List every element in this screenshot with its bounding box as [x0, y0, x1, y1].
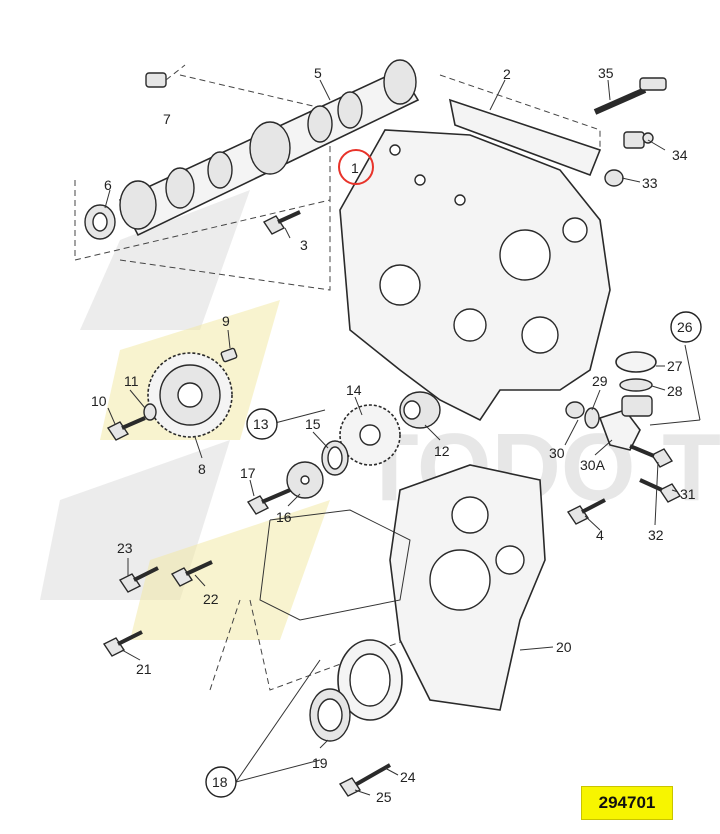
- label-30a[interactable]: 30A: [580, 457, 606, 473]
- label-15[interactable]: 15: [305, 416, 321, 432]
- label-17[interactable]: 17: [240, 465, 256, 481]
- label-13[interactable]: 13: [253, 416, 269, 432]
- part-29-30-fittings[interactable]: [565, 401, 641, 451]
- part-20-front-cover[interactable]: [389, 464, 546, 711]
- highlight-circle: [338, 149, 374, 185]
- part-16-plate[interactable]: [286, 461, 324, 499]
- label-26[interactable]: 26: [677, 319, 693, 335]
- callout-circle-13: [246, 408, 278, 440]
- label-2[interactable]: 2: [503, 66, 511, 82]
- part-31-bolt[interactable]: [639, 478, 682, 503]
- label-23[interactable]: 23: [117, 540, 133, 556]
- callout-circle-18: [205, 766, 237, 798]
- reference-number: 294701: [598, 793, 656, 812]
- part-12-hub[interactable]: [399, 391, 441, 429]
- part-19-seal[interactable]: [309, 639, 403, 742]
- part-8-gear[interactable]: [147, 352, 233, 438]
- label-18[interactable]: 18: [212, 774, 228, 790]
- part-34-plug[interactable]: [623, 131, 654, 149]
- callout-circle-26: [670, 311, 702, 343]
- part-27-28-cap[interactable]: [615, 351, 657, 417]
- reference-number-badge: 294701: [581, 786, 673, 820]
- label-32[interactable]: 32: [648, 527, 664, 543]
- label-30[interactable]: 30: [549, 445, 565, 461]
- part-10-bolt[interactable]: [106, 416, 146, 441]
- part-17-bolt[interactable]: [246, 488, 291, 515]
- part-11-washer[interactable]: [143, 403, 157, 421]
- label-3[interactable]: 3: [300, 237, 308, 253]
- part-labels: 1 2 3 4 5 6 7 8 9 10 11 12 13 14 15 16 1…: [91, 65, 696, 805]
- label-10[interactable]: 10: [91, 393, 107, 409]
- label-29[interactable]: 29: [592, 373, 608, 389]
- leader-lines: [104, 79, 701, 796]
- part-24-25-stud-nut[interactable]: [338, 763, 391, 797]
- part-23-bolt[interactable]: [118, 566, 159, 593]
- label-20[interactable]: 20: [556, 639, 572, 655]
- label-33[interactable]: 33: [642, 175, 658, 191]
- part-1-timing-housing[interactable]: [339, 129, 611, 422]
- label-25[interactable]: 25: [376, 789, 392, 805]
- label-12[interactable]: 12: [434, 443, 450, 459]
- assembly-outlines: [74, 74, 601, 691]
- label-4[interactable]: 4: [596, 527, 604, 543]
- label-27[interactable]: 27: [667, 358, 683, 374]
- part-5-camshaft[interactable]: [118, 59, 420, 237]
- part-2-gasket[interactable]: [448, 98, 602, 177]
- label-1[interactable]: 1: [351, 160, 359, 176]
- part-6-seal[interactable]: [84, 204, 116, 240]
- label-24[interactable]: 24: [400, 769, 416, 785]
- label-16[interactable]: 16: [276, 509, 292, 525]
- part-9-pin[interactable]: [220, 347, 238, 363]
- part-22-bolt[interactable]: [170, 560, 213, 587]
- label-21[interactable]: 21: [136, 661, 152, 677]
- part-3-bolt[interactable]: [262, 210, 301, 235]
- label-5[interactable]: 5: [314, 65, 322, 81]
- part-32-bolt[interactable]: [629, 444, 674, 468]
- part-4-bolt[interactable]: [566, 498, 606, 525]
- label-22[interactable]: 22: [203, 591, 219, 607]
- label-8[interactable]: 8: [198, 461, 206, 477]
- label-19[interactable]: 19: [312, 755, 328, 771]
- label-11[interactable]: 11: [124, 373, 139, 389]
- label-34[interactable]: 34: [672, 147, 688, 163]
- part-21-bolt[interactable]: [102, 630, 143, 657]
- part-33-plug[interactable]: [604, 169, 624, 187]
- label-28[interactable]: 28: [667, 383, 683, 399]
- label-7[interactable]: 7: [163, 111, 171, 127]
- part-35-sensor[interactable]: [593, 77, 667, 115]
- part-7-key[interactable]: [145, 64, 186, 88]
- label-31[interactable]: 31: [680, 486, 696, 502]
- label-9[interactable]: 9: [222, 313, 230, 329]
- label-35[interactable]: 35: [598, 65, 614, 81]
- label-14[interactable]: 14: [346, 382, 362, 398]
- part-15-ring[interactable]: [321, 440, 349, 476]
- front-cover-gasket[interactable]: [259, 509, 411, 621]
- part-14-gear[interactable]: [339, 404, 401, 466]
- label-6[interactable]: 6: [104, 177, 112, 193]
